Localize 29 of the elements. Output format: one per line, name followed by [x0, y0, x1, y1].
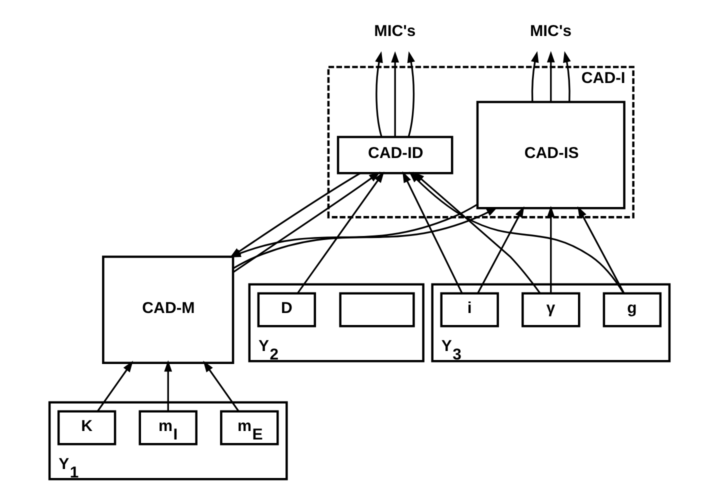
arrow: [96, 360, 133, 412]
arrow: [296, 171, 384, 294]
arrow: [164, 360, 172, 412]
arrow: [546, 51, 554, 102]
arrow: [406, 51, 415, 138]
node-box: D: [256, 292, 316, 328]
node-box: γ: [521, 292, 580, 328]
arrow: [530, 51, 538, 102]
arrow: [390, 51, 399, 137]
node-box: i: [440, 292, 498, 328]
arrow: [374, 51, 382, 138]
node-text: MIC's: [374, 23, 416, 40]
arrow: [229, 204, 478, 258]
arrow: [562, 51, 570, 102]
node-box: CAD-IS: [476, 100, 625, 210]
arrow: [412, 172, 540, 294]
node-box: CAD-M: [102, 256, 234, 364]
arrow: [577, 206, 624, 294]
node-box: g: [602, 292, 662, 328]
arrow: [202, 360, 239, 412]
arrow: [476, 206, 524, 294]
node-box: K: [56, 410, 116, 446]
arrow: [229, 172, 360, 258]
arrow: [546, 206, 554, 294]
node-text: MIC's: [530, 23, 571, 40]
arrow: [232, 172, 380, 273]
arrow: [232, 207, 498, 269]
node-box: [338, 292, 414, 328]
node-box: CAD-ID: [336, 136, 453, 174]
